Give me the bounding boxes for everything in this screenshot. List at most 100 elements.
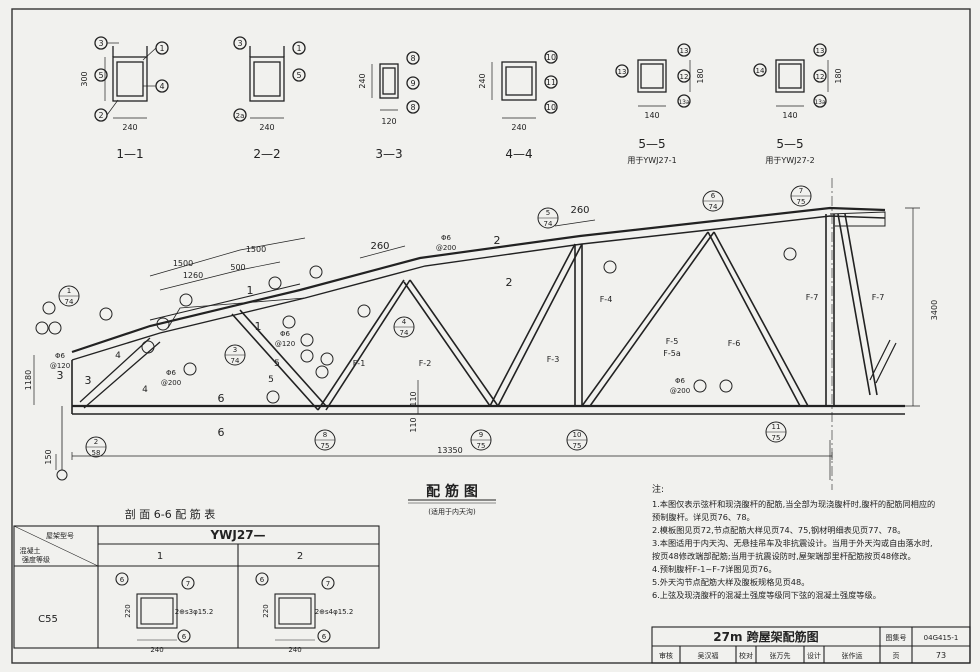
callout-8-num: 8 [323, 431, 327, 439]
section-2-2 [233, 36, 306, 122]
note-line-5: 按页48修改端部配筋;当用于抗震设防时,屋架端部里杆配筋按页48修改。 [652, 551, 916, 561]
dim-13350: 13350 [437, 446, 462, 455]
callout-4-page: 74 [400, 329, 409, 337]
sec5b-height: 180 [834, 68, 843, 83]
sec4-label-0: 10 [546, 53, 556, 62]
sec3-height: 240 [358, 73, 367, 88]
dim-260-a: 260 [370, 241, 389, 252]
page-no: 73 [936, 651, 946, 660]
callout-7-num: 7 [799, 187, 803, 195]
sec2-label-0: 3 [237, 39, 242, 48]
callout-9-num: 9 [479, 431, 483, 439]
note-line-6: 4.预制腹杆F-1~F-7详图见页76。 [652, 564, 777, 574]
section-3-3 [371, 51, 420, 114]
cell2-label-2: 6 [322, 633, 327, 641]
dim-1500-a: 1500 [173, 259, 193, 268]
sec4-title: 4—4 [505, 147, 532, 161]
section-mark-6a: 6 [218, 392, 225, 405]
cell1-label-2: 6 [182, 633, 187, 641]
sec1-label-3: 4 [159, 82, 164, 91]
note-line-1: 1.本图仅表示弦杆和现浇腹杆的配筋,当全部为现浇腹杆时,腹杆的配筋同相应的 [652, 499, 936, 509]
callout-6-num: 6 [711, 192, 716, 200]
schedule-title: 剖 面 6-6 配 筋 表 [125, 507, 215, 521]
sec2-width: 240 [259, 123, 274, 132]
cell1-label-1: 7 [186, 580, 190, 588]
cell2-bars: 2⊕s4φ15.2 [315, 608, 354, 616]
sec3-label-2: 8 [410, 103, 415, 112]
callout-9-page: 75 [477, 442, 486, 450]
sec1-label-0: 3 [98, 39, 103, 48]
notes-block: 注: 1.本图仅表示弦杆和现浇腹杆的配筋,当全部为现浇腹杆时,腹杆的配筋同相应的… [652, 484, 964, 602]
callout-8-page: 75 [321, 442, 330, 450]
dim-150: 150 [44, 449, 53, 464]
sec1-title: 1—1 [116, 147, 143, 161]
rebar-note-2b: @120 [50, 362, 70, 370]
rebar-note-5b: @200 [670, 387, 690, 395]
dim-500: 500 [230, 263, 245, 272]
note-line-4: 3.本图适用于内天沟、无悬挂吊车及非抗震设计。当用于外天沟或自由落水时, [652, 538, 933, 548]
section-mark-2b: 2 [506, 276, 513, 289]
callout-10-num: 10 [573, 431, 582, 439]
sec5a-title: 5—5 [638, 137, 665, 151]
dim-110-b: 110 [409, 417, 418, 432]
schedule-grade: C55 [38, 614, 58, 625]
section-4-4 [491, 50, 558, 119]
sec5b-width: 140 [782, 111, 797, 120]
member-f6: F-6 [728, 339, 741, 348]
dim-110-a: 110 [409, 391, 418, 406]
sec5a-label-1: 13 [618, 68, 627, 76]
sec5b-label-0: 13 [816, 47, 825, 55]
sec4-width: 240 [511, 123, 526, 132]
member-f5a: F-5a [663, 349, 681, 358]
sec2-label-2: 5 [296, 71, 301, 80]
title-block-frame [651, 626, 971, 664]
section-mark-3b: 3 [85, 374, 92, 387]
member-f7-b: F-7 [872, 293, 885, 302]
section-5-5-b [753, 43, 829, 108]
sec5a-label-3: 13a [678, 99, 690, 106]
sec5b-label-1: 14 [756, 67, 765, 75]
dim-260-b: 260 [570, 205, 589, 216]
section-mark-5a: 5 [274, 359, 280, 369]
drawing-title: 27m 跨屋架配筋图 [713, 629, 818, 644]
sec5a-label-0: 13 [680, 47, 689, 55]
name-design: 张作运 [842, 651, 863, 660]
sec1-width: 240 [122, 123, 137, 132]
section-mark-2a: 2 [494, 234, 501, 247]
note-line-2: 预制腹杆。详见页76、78。 [652, 512, 755, 522]
callout-1-page: 74 [65, 298, 74, 306]
section-mark-4b: 4 [142, 385, 148, 395]
callout-5-num: 5 [546, 209, 550, 217]
sec2-label-1: 1 [296, 44, 301, 53]
sec3-width: 120 [381, 117, 396, 126]
page-label: 页 [893, 652, 900, 660]
sec1-height: 300 [80, 71, 89, 86]
note-line-8: 6.上弦及现浇腹杆的混凝土强度等级同下弦的混凝土强度等级。 [652, 590, 881, 600]
sec5a-subtitle: 用于YWJ27-1 [627, 156, 676, 165]
section-mark-5b: 5 [268, 375, 274, 385]
sec3-label-1: 9 [410, 79, 415, 88]
support-mark [56, 469, 68, 481]
sec3-label-0: 8 [410, 54, 415, 63]
schedule-header-concrete-2: 强度等级 [22, 555, 50, 564]
callout-7-page: 75 [797, 198, 806, 206]
callout-6-page: 74 [709, 203, 718, 211]
cell2-height: 220 [262, 604, 270, 617]
sec2-label-3: 2a [236, 112, 245, 120]
sec4-label-1: 11 [546, 78, 556, 87]
callout-5-page: 74 [544, 220, 553, 228]
cell1-width: 240 [150, 646, 163, 654]
note-line-3: 2.模板图见页72,节点配筋大样见页74、75,钢材明细表见页77、78。 [652, 525, 906, 535]
role-check: 校对 [739, 651, 753, 660]
callout-3-num: 3 [233, 346, 237, 354]
sec4-label-2: 10 [546, 103, 556, 112]
section-mark-3a: 3 [57, 369, 64, 382]
callout-11-num: 11 [772, 423, 781, 431]
truss-title: 配 筋 图 [426, 483, 478, 500]
name-review: 吴汉福 [698, 651, 719, 660]
truss-subtitle: (适用于内天沟) [428, 507, 476, 516]
truss-elevation [33, 178, 920, 490]
schedule-col1: 1 [157, 551, 163, 562]
section-mark-6b: 6 [218, 426, 225, 439]
